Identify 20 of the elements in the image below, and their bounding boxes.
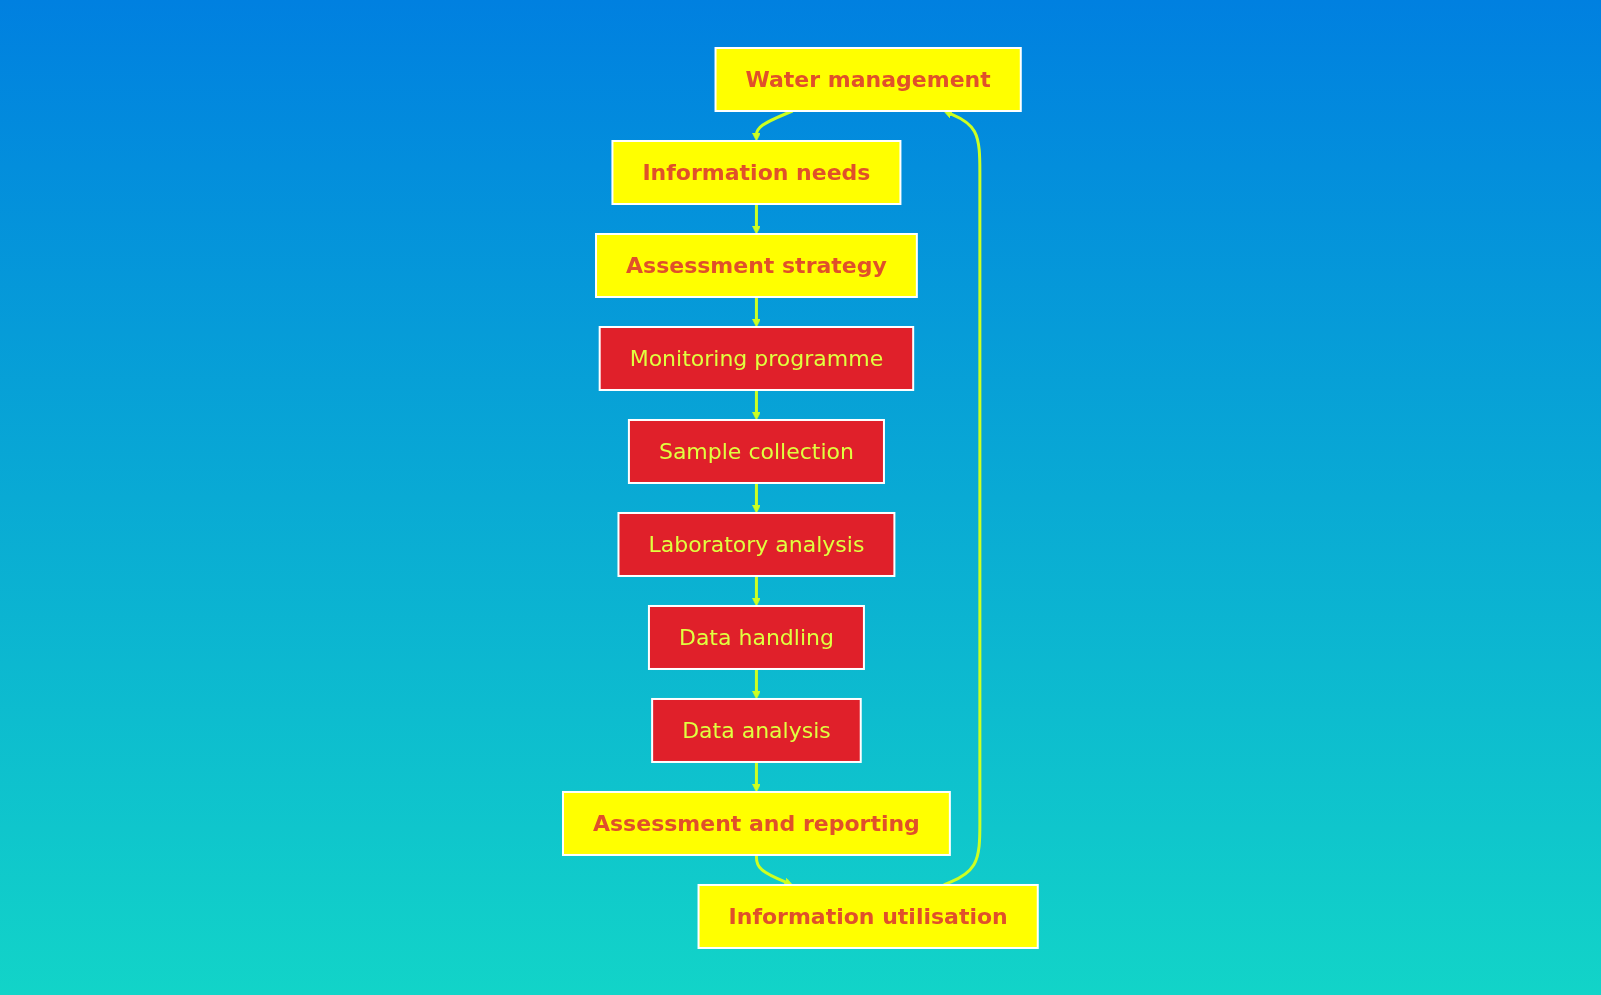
arrow (752, 761, 761, 792)
node-box: Data analysis (651, 697, 862, 763)
node-box: Information utilisation (697, 883, 1039, 949)
node-box: Monitoring programme (598, 325, 915, 391)
node-box: Water management (714, 46, 1022, 112)
arrow (752, 296, 761, 327)
arrow (752, 203, 761, 234)
node-box: Data handling (648, 604, 866, 670)
arrow (752, 575, 761, 606)
arrow (752, 668, 761, 699)
arrow (943, 109, 982, 886)
node-box: Information needs (611, 139, 902, 205)
node-box: Assessment and reporting (562, 790, 951, 856)
arrow (752, 482, 761, 513)
arrow (755, 854, 793, 886)
arrow (752, 389, 761, 420)
arrow (752, 109, 794, 141)
node-box: Sample collection (628, 418, 886, 484)
node-box: Laboratory analysis (617, 511, 896, 577)
node-box: Assessment strategy (595, 232, 918, 298)
